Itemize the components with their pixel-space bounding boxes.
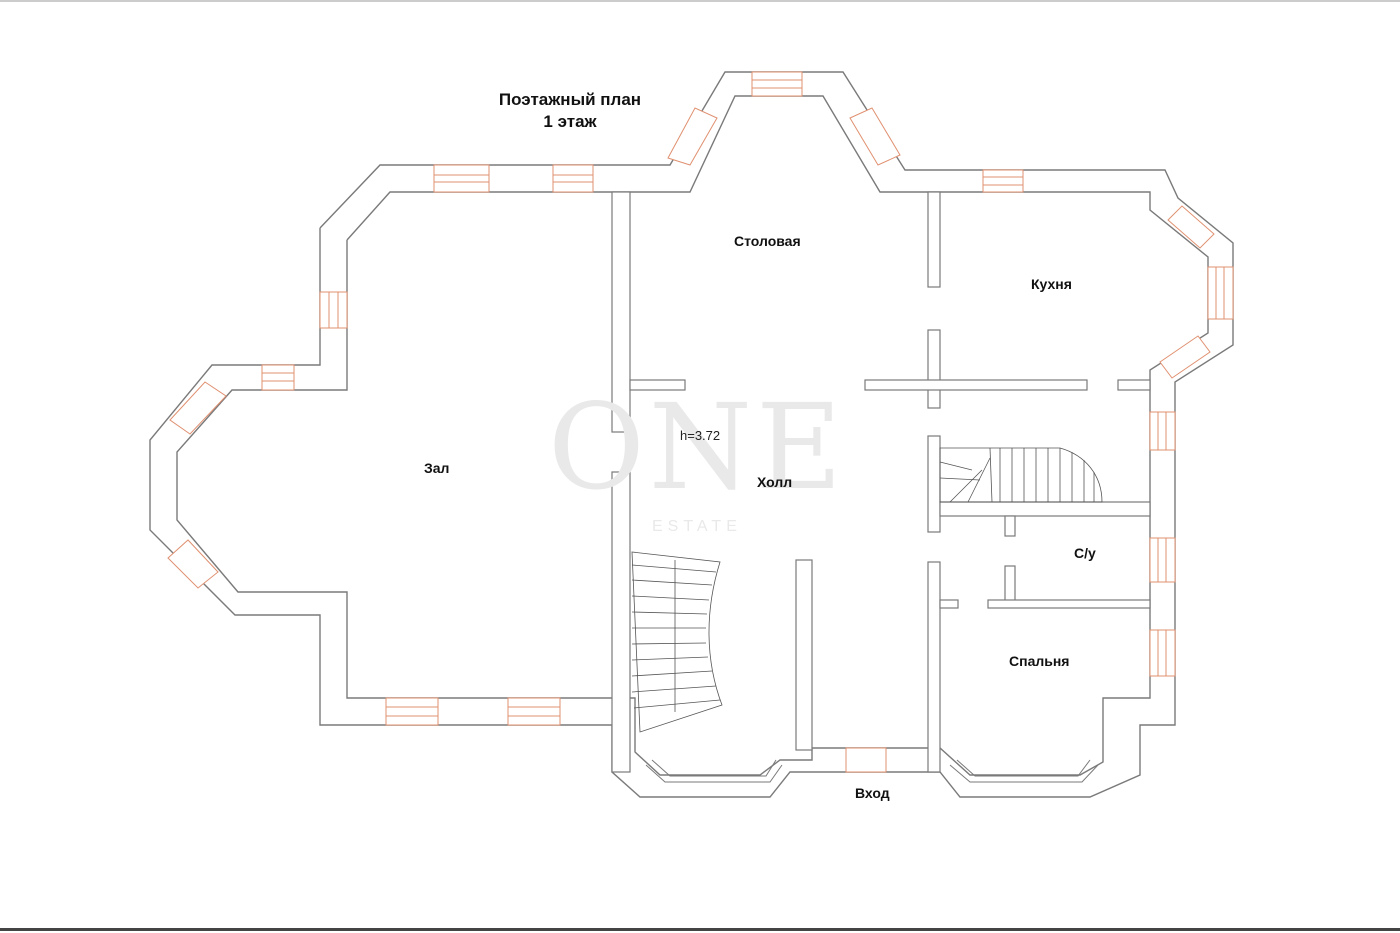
stair-holl-outline	[631, 551, 723, 733]
room-label-wc: С/у	[1074, 545, 1096, 561]
stair-upper-treads	[939, 447, 1095, 503]
window-dining-top	[751, 71, 803, 97]
plan-title: Поэтажный план 1 этаж	[440, 89, 700, 133]
window-kitchen-top	[982, 169, 1024, 193]
window-zal-nw	[169, 381, 227, 435]
wall-cross-horizontal	[864, 379, 1088, 391]
top-border	[0, 0, 1400, 2]
bay-windows	[645, 759, 1099, 783]
interior-walls	[611, 191, 1151, 773]
wall-bedroom-left	[927, 561, 941, 773]
window-zal-west-upper	[319, 291, 348, 329]
inner-wall-contour	[176, 95, 1209, 776]
entrance-door	[845, 747, 887, 773]
wall-stair-left	[927, 435, 941, 533]
wall-stub-holl-left	[629, 379, 686, 391]
wall-zal-upper	[611, 191, 631, 433]
room-label-entrance: Вход	[855, 785, 890, 801]
watermark-logo: ONE	[548, 378, 847, 516]
window-zal-south-1	[385, 697, 439, 726]
window-top-1	[433, 164, 490, 193]
room-label-dining: Столовая	[734, 233, 801, 249]
wall-stair-bottom	[939, 501, 1151, 517]
staircases	[631, 447, 1103, 733]
room-label-holl: Холл	[757, 474, 793, 490]
wall-cross-vertical	[927, 329, 941, 409]
window-dining-right	[849, 107, 901, 166]
wall-bedroom-stub	[939, 599, 959, 609]
plan-title-line1: Поэтажный план	[498, 90, 642, 109]
room-label-bedroom: Спальня	[1009, 653, 1070, 669]
window-kitchen-east	[1207, 266, 1234, 320]
wall-holl-center	[795, 559, 813, 751]
plan-title-line2: 1 этаж	[543, 112, 597, 131]
windows	[167, 71, 1234, 773]
room-label-zal: Зал	[424, 460, 450, 476]
wall-dining-kitchen	[927, 191, 941, 288]
window-bedroom-east	[1149, 629, 1176, 677]
window-east-stair	[1149, 411, 1176, 451]
wall-wc-bottom	[987, 599, 1151, 609]
window-kitchen-ne	[1167, 205, 1215, 249]
wall-wc-left	[1004, 515, 1016, 537]
wall-wc-inner	[1004, 565, 1016, 603]
window-wc	[1149, 537, 1176, 583]
bottom-border	[0, 928, 1400, 931]
ceiling-height-label: h=3.72	[680, 428, 721, 443]
wall-zal-lower	[611, 471, 631, 773]
stair-upper-outline	[939, 447, 1103, 503]
window-top-2	[552, 164, 594, 193]
window-zal-sw	[167, 539, 219, 589]
stair-holl-treads	[631, 560, 721, 712]
wall-stub-right	[1117, 379, 1151, 391]
window-zal-west-mid	[261, 364, 295, 391]
room-label-kitchen: Кухня	[1031, 276, 1072, 292]
window-kitchen-se	[1159, 335, 1211, 379]
watermark-sub: ESTATE	[652, 518, 742, 535]
window-dining-left	[667, 107, 718, 166]
window-zal-south-2	[507, 697, 561, 726]
